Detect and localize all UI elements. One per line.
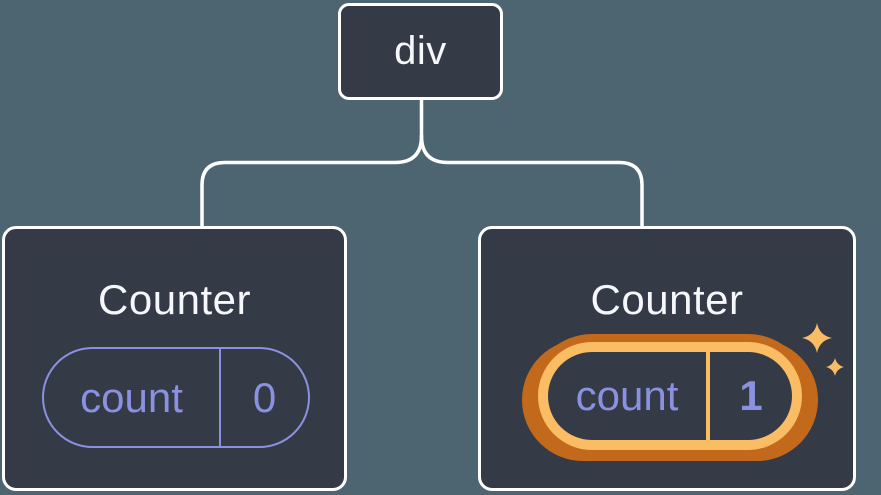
counter-component-card-right: Counter count 1 [478,226,856,491]
state-value: 1 [739,372,763,419]
root-node-div: div [338,3,503,100]
sparkles-icon [802,323,844,376]
state-pill: count 0 [42,347,310,448]
counter-component-card-left: Counter count 0 [2,226,347,491]
connector-left-branch [200,134,424,229]
state-value-section: 0 [221,349,308,446]
component-title: Counter [98,276,251,323]
sparkle-large [802,323,832,353]
connector-right-branch [419,134,644,229]
state-label: count [575,372,679,419]
state-value-section: 1 [710,352,792,440]
root-node-label: div [394,29,447,73]
state-value: 0 [252,373,277,421]
state-label-section: count [548,352,710,440]
sparkle-small [826,358,844,376]
state-pill-highlighted: count 1 [538,342,802,450]
component-title: Counter [590,276,744,323]
state-label-section: count [44,349,221,446]
state-label: count [80,373,183,421]
